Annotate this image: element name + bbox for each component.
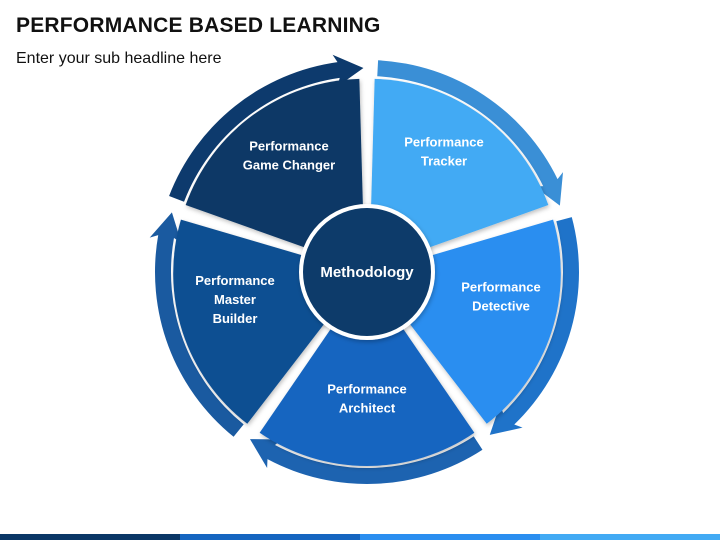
segment-label-line: Performance [404,135,483,150]
segment-label-line: Tracker [421,154,467,169]
segment-label-line: Performance [461,280,540,295]
segment-label-line: Performance [195,273,274,288]
footer-segment [0,534,180,540]
segment-label-line: Performance [249,139,328,154]
center-hub: Methodology [299,204,435,340]
footer-segment [180,534,360,540]
segment-game-changer [185,78,365,269]
segment-label-line: Master [214,292,256,307]
segment-label-line: Detective [472,299,530,314]
footer-segment [540,534,720,540]
segment-label-line: Builder [213,311,258,326]
cycle-arrow-master-builder [149,212,244,437]
page-title: PERFORMANCE BASED LEARNING [16,14,381,37]
segment-label-line: Architect [339,401,396,416]
footer-segment [360,534,540,540]
cycle-arrow-tracker [377,60,564,206]
cycle-arrow-game-changer [169,54,364,202]
segment-architect [259,276,475,466]
cycle-arrow-architect [249,436,483,484]
segment-label-line: Performance [327,382,406,397]
segment-tracker [369,78,549,269]
footer-bar [0,534,720,540]
center-label: Methodology [320,264,414,281]
page-subtitle: Enter your sub headline here [16,50,222,67]
segment-label-line: Game Changer [243,158,335,173]
